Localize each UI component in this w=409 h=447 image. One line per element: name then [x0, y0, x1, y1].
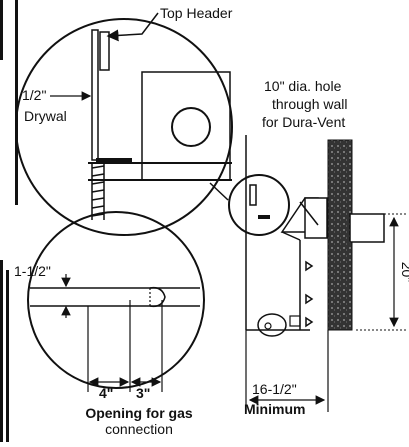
hole-line-1: 10" dia. hole	[264, 78, 342, 94]
top-header-block	[99, 31, 110, 71]
hole-line-2: through wall	[272, 96, 348, 112]
base-trim	[96, 158, 132, 163]
masonry-wall	[327, 139, 353, 331]
gas-caption: Opening for gas connection	[85, 405, 193, 437]
top-header-label: Top Header	[160, 5, 233, 21]
dim-1-5-group: 1-1/2"	[14, 263, 80, 318]
vent-hole-label: 10" dia. hole through wall for Dura-Vent	[262, 78, 348, 130]
dim-20-group: 20"	[356, 213, 409, 331]
gas-detail-circle	[27, 211, 205, 392]
gas-caption-line-1: Opening for gas	[85, 405, 193, 421]
dim-20-label: 20"	[399, 262, 409, 283]
top-header-callout: Top Header	[106, 5, 233, 42]
dim-1-5-label: 1-1/2"	[14, 263, 51, 279]
dim-4-3-group: 4" 3"	[88, 377, 162, 401]
drywall-label: Drywal	[24, 108, 67, 124]
dim-4-label: 4"	[99, 385, 113, 401]
vent-opening-circle	[171, 107, 211, 147]
side-elevation	[245, 135, 314, 331]
header-detail-circle	[15, 18, 233, 236]
dim-16-label: 16-1/2"	[252, 381, 297, 397]
dim-3-label: 3"	[136, 385, 150, 401]
dim-16-group: 16-1/2" Minimum	[244, 330, 329, 417]
gas-caption-line-2: connection	[105, 421, 173, 437]
gas-opening-marker	[257, 313, 301, 337]
vent-pipe	[280, 197, 328, 239]
hole-line-3: for Dura-Vent	[262, 114, 345, 130]
stove-top-circle	[228, 174, 290, 236]
screw-thread	[91, 163, 105, 220]
minimum-label: Minimum	[244, 401, 305, 417]
drywall-size-label: 1/2"	[22, 87, 46, 103]
drywall-callout: 1/2" Drywal	[22, 87, 92, 124]
wall-thimble	[349, 213, 385, 243]
detail-connector	[209, 182, 229, 201]
margin-bars	[0, 0, 18, 442]
drywall-board	[91, 29, 99, 161]
